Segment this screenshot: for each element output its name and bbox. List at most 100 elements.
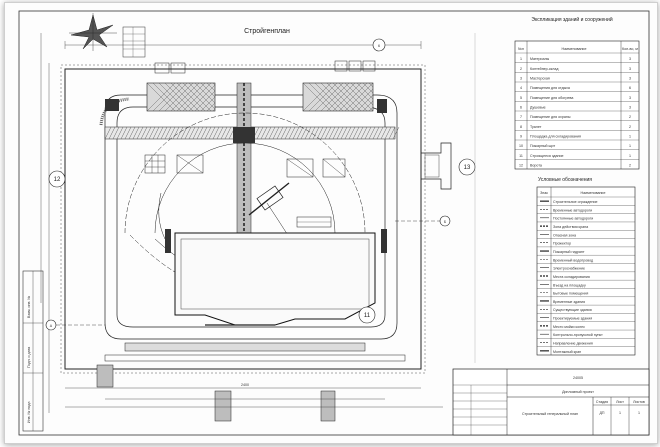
- explication-row-number: 7: [520, 115, 522, 119]
- crane-runway: [233, 82, 255, 234]
- explication-row-name: Туалет: [530, 125, 542, 129]
- explication-row-name: Помещения для отдыха: [530, 86, 570, 90]
- legend-row-label: Временный водопровод: [553, 258, 594, 262]
- explication-header-num: №п: [518, 47, 524, 51]
- grid-axis-13: 13: [458, 158, 476, 176]
- title-block-stage-header: Стадия: [596, 400, 608, 404]
- explication-header-name: Наименование: [562, 47, 587, 51]
- explication-header-qty: Кол-во, м: [622, 47, 638, 51]
- explication-row-qty: 3: [629, 96, 631, 100]
- explication-row-qty: 3: [629, 57, 631, 61]
- explication-row-qty: 1: [629, 154, 631, 158]
- legend-row-label: Монтажный кран: [553, 350, 581, 354]
- title-block-sheets: 1: [638, 411, 640, 415]
- svg-text:12: 12: [54, 177, 61, 183]
- grid-axis-a: А: [45, 319, 105, 331]
- gate: [421, 142, 452, 190]
- explication-row-name: Пожарный щит: [530, 144, 555, 148]
- stamp-label-1: Инв. № подл.: [27, 401, 31, 423]
- legend-row-label: Постоянные автодороги: [553, 217, 593, 221]
- explication-row-name: Мастерская: [530, 77, 550, 81]
- legend-row-label: Место мойки колес: [553, 325, 585, 329]
- legend-row-label: Направление движения: [553, 341, 593, 345]
- stamp-label-3: Взам. инв. №: [27, 296, 31, 318]
- legend-table: Условные обозначения Знак Наименование С…: [536, 177, 636, 356]
- explication-row-qty: 2: [629, 115, 631, 119]
- title-block-project: Дипломный проект: [562, 390, 594, 394]
- explication-row-name: Ворота: [530, 164, 542, 168]
- explication-row-number: 11: [519, 154, 523, 158]
- explication-row-name: Помещение для охраны: [530, 115, 571, 119]
- legend-header-name: Наименование: [581, 191, 606, 195]
- explication-row-qty: 1: [629, 144, 631, 148]
- plan-title: Стройгенплан: [244, 27, 290, 35]
- explication-table: Экспликация зданий и сооружений №п Наиме…: [514, 16, 640, 170]
- legend-row-label: Пожарный гидрант: [553, 250, 585, 254]
- explication-row-name: Материалы: [530, 57, 550, 61]
- svg-text:Б: Б: [444, 220, 447, 224]
- title-block-sheet-title: Строительный генеральный план: [522, 412, 578, 416]
- title-block: 24005 Дипломный проект Строительный гене…: [452, 368, 650, 436]
- legend-row-label: Прожектор: [553, 242, 571, 246]
- temporary-buildings: [105, 60, 387, 113]
- explication-row-number: 6: [520, 106, 522, 110]
- explication-row-name: Строящееся здание: [530, 154, 564, 158]
- dimension-top: [64, 41, 422, 49]
- legend-row-label: Бытовые помещения: [553, 292, 588, 296]
- explication-row-number: 8: [520, 125, 522, 129]
- explication-row-qty: 2: [629, 164, 631, 168]
- svg-text:А: А: [50, 324, 53, 328]
- explication-row-number: 10: [519, 144, 523, 148]
- legend-row-label: Контрольно-пропускной пункт: [553, 333, 603, 337]
- main-building: 11: [165, 229, 387, 326]
- grid-axis-6: 6: [372, 38, 386, 52]
- explication-row-number: 2: [520, 67, 522, 71]
- site-fence: [60, 64, 426, 374]
- title-block-sheet-header: Лист: [616, 400, 624, 404]
- wind-rose-icon: [69, 13, 117, 51]
- legend-row-label: Электроснабжение: [553, 267, 585, 271]
- stamp-label-2: Подп. и дата: [27, 347, 31, 368]
- building-number: 11: [364, 313, 371, 319]
- legend-row-label: Опасная зона: [553, 233, 576, 237]
- grid-axis-b: Б: [395, 215, 451, 227]
- legend-row-label: Существующие здания: [553, 308, 592, 312]
- svg-text:13: 13: [464, 165, 471, 171]
- svg-text:6: 6: [378, 44, 380, 48]
- grid-axis-12: 12: [48, 170, 66, 188]
- dimension-bottom-label: 2400: [241, 383, 249, 387]
- explication-row-number: 5: [520, 96, 522, 100]
- title-block-sheet: 1: [619, 411, 621, 415]
- drawing-canvas: Инв. № подл. Подп. и дата Взам. инв. № С…: [18, 10, 650, 436]
- explication-row-number: 12: [519, 164, 523, 168]
- legend-row-label: Временные здания: [553, 300, 585, 304]
- sheet-frame: [18, 10, 650, 436]
- legend-row-label: Зона действия крана: [553, 225, 588, 229]
- explication-row-number: 9: [520, 135, 522, 139]
- explication-row-qty: 6: [629, 86, 631, 90]
- explication-row-qty: 3: [629, 67, 631, 71]
- explication-row-qty: 3: [629, 106, 631, 110]
- explication-row-name: Помещение для обогрева: [530, 96, 573, 100]
- title-block-sheets-header: Листов: [633, 400, 645, 404]
- explication-row-number: 3: [520, 77, 522, 81]
- drawing-sheet: Инв. № подл. Подп. и дата Взам. инв. № С…: [4, 2, 658, 444]
- dimension-left: [40, 33, 50, 413]
- explication-row-number: 4: [520, 86, 522, 90]
- explication-row-name: Площадка для складирования: [530, 135, 581, 139]
- explication-title: Экспликация зданий и сооружений: [531, 16, 612, 23]
- explication-row-name: Душевые: [530, 106, 546, 110]
- wind-table: [122, 26, 146, 58]
- left-stamp-strip: Инв. № подл. Подп. и дата Взам. инв. №: [22, 270, 44, 432]
- explication-row-name: Контейнер-склад: [530, 67, 559, 71]
- legend-row-label: Строительное ограждение: [553, 200, 597, 204]
- legend-row-label: Проектируемые здания: [553, 317, 592, 321]
- explication-row-qty: 1: [629, 135, 631, 139]
- legend-title: Условные обозначения: [538, 177, 592, 183]
- storage-areas: [144, 154, 346, 178]
- explication-row-qty: 3: [629, 77, 631, 81]
- title-block-stage: ДП: [599, 411, 604, 415]
- legend-row-label: Въезд на площадку: [553, 283, 586, 287]
- legend-row-label: Временные автодороги: [553, 208, 592, 212]
- dimension-bottom: 2400: [65, 383, 443, 408]
